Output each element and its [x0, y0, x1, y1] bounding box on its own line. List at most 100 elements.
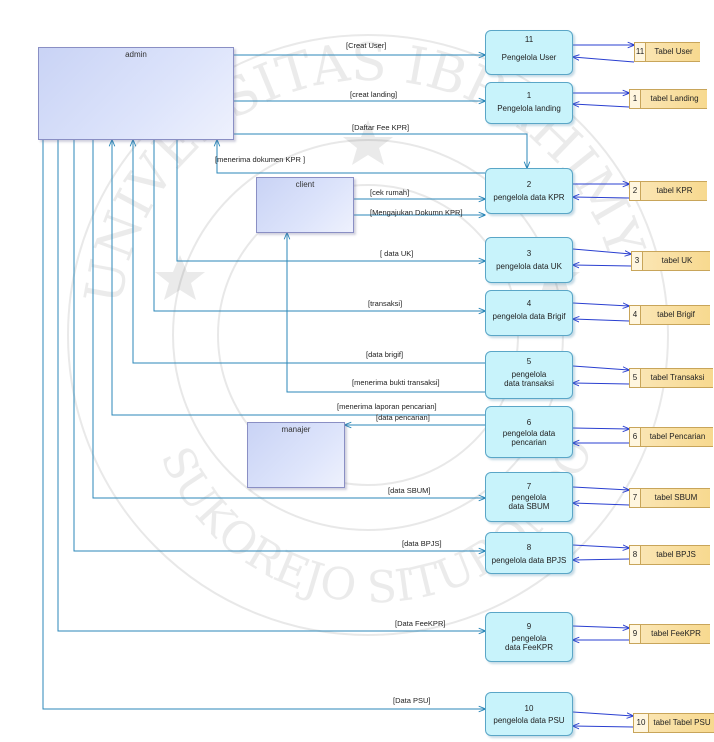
store-tabel-landing[interactable]: 1 tabel Landing	[629, 89, 707, 109]
entity-client[interactable]: client	[256, 177, 354, 233]
process-10[interactable]: 10 pengelola data PSU	[485, 692, 573, 736]
entity-admin[interactable]: admin	[38, 47, 234, 140]
store-id: 7	[630, 489, 641, 507]
process-name: pengelola data Brigif	[492, 312, 566, 321]
store-name: tabel FeeKPR	[651, 629, 701, 638]
label-creat-user: [Creat User]	[346, 41, 386, 50]
process-number: 11	[524, 35, 534, 44]
process-name: pengelola data UK	[496, 262, 562, 271]
label-menerima-bukti: [menerima bukti transaksi]	[352, 378, 440, 387]
process-8[interactable]: 8 pengelola data BPJS	[485, 532, 573, 574]
store-tabel-transaksi[interactable]: 5 tabel Transaksi	[629, 368, 713, 388]
label-cek-rumah: [cek rumah]	[370, 188, 409, 197]
process-6[interactable]: 6 pengelola data pencarian	[485, 406, 573, 458]
flow-data-brigif	[133, 140, 485, 364]
entity-admin-label: admin	[125, 50, 147, 59]
flow-data-uk	[176, 140, 485, 261]
process-number: 7	[526, 482, 532, 491]
store-name: tabel KPR	[656, 186, 693, 195]
label-data-psu: [Data PSU]	[393, 696, 431, 705]
entity-client-label: client	[295, 180, 315, 189]
process-number: 4	[526, 299, 532, 308]
process-1[interactable]: 1 Pengelola landing	[485, 82, 573, 124]
store-tabel-psu[interactable]: 10 tabel Tabel PSU	[633, 713, 714, 733]
label-transaksi: [transaksi]	[368, 299, 402, 308]
process-number: 1	[526, 91, 532, 100]
store-tabel-feekpr[interactable]: 9 tabel FeeKPR	[629, 624, 710, 644]
store-id: 9	[630, 625, 641, 643]
process-number: 2	[526, 180, 532, 189]
label-data-pencarian: [data pencarian]	[376, 413, 430, 422]
flow-menerima-laporan	[112, 140, 485, 416]
entity-manajer[interactable]: manajer	[247, 422, 345, 488]
label-data-sbum: [data SBUM]	[388, 486, 431, 495]
process-number: 8	[526, 543, 532, 552]
process-number: 10	[524, 704, 534, 713]
label-menerima-laporan: [menerima laporan pencarian]	[337, 402, 437, 411]
store-tabel-brigif[interactable]: 4 tabel Brigif	[629, 305, 710, 325]
store-tabel-kpr[interactable]: 2 tabel KPR	[629, 181, 707, 201]
store-id: 5	[630, 369, 641, 387]
flow-data-bpjs	[73, 140, 485, 551]
store-name: Tabel User	[654, 47, 693, 56]
label-menerima-dokumen-kpr: [menerima dokumen KPR ]	[215, 155, 305, 164]
store-name: tabel Brigif	[657, 310, 695, 319]
process-name: pengelola data FeeKPR	[504, 634, 554, 652]
process-name: pengelola data BPJS	[491, 556, 567, 565]
process-7[interactable]: 7 pengelola data SBUM	[485, 472, 573, 522]
flow-transaksi	[153, 140, 485, 311]
process-name: Pengelola User	[501, 53, 557, 62]
store-id: 10	[634, 714, 649, 732]
label-data-uk: [ data UK]	[380, 249, 413, 258]
store-name: tabel BPJS	[656, 550, 696, 559]
label-mengajukan-dokumen: [Mengajukan Dokumn KPR]	[370, 208, 463, 217]
store-name: tabel Transaksi	[650, 373, 705, 382]
label-daftar-fee-kpr: [Daftar Fee KPR]	[352, 123, 409, 132]
process-number: 6	[526, 418, 532, 427]
flow-menerima-bukti	[287, 233, 485, 393]
store-id: 4	[630, 306, 641, 324]
process-3[interactable]: 3 pengelola data UK	[485, 237, 573, 283]
store-id: 1	[630, 90, 641, 108]
store-name: tabel UK	[661, 256, 693, 265]
process-number: 9	[526, 622, 532, 631]
store-name: tabel Landing	[650, 94, 699, 103]
store-tabel-pencarian[interactable]: 6 tabel Pencarian	[629, 427, 713, 447]
store-name: tabel Tabel PSU	[653, 718, 711, 727]
process-4[interactable]: 4 pengelola data Brigif	[485, 290, 573, 336]
entity-manajer-label: manajer	[281, 425, 311, 434]
store-tabel-uk[interactable]: 3 tabel UK	[631, 251, 710, 271]
process-name: pengelola data pencarian	[502, 429, 556, 447]
store-tabel-bpjs[interactable]: 8 tabel BPJS	[629, 545, 710, 565]
label-data-bpjs: [data BPJS]	[402, 539, 442, 548]
label-data-brigif: [data brigif]	[366, 350, 403, 359]
store-id: 3	[632, 252, 643, 270]
store-id: 6	[630, 428, 641, 446]
process-name: pengelola data SBUM	[508, 493, 550, 511]
process-11[interactable]: 11 Pengelola User	[485, 30, 573, 75]
process-name: pengelola data PSU	[493, 716, 565, 725]
process-5[interactable]: 5 pengelola data transaksi	[485, 351, 573, 399]
process-number: 3	[526, 249, 532, 258]
store-name: tabel SBUM	[654, 493, 698, 502]
store-tabel-sbum[interactable]: 7 tabel SBUM	[629, 488, 710, 508]
store-name: tabel Pencarian	[649, 432, 706, 441]
process-9[interactable]: 9 pengelola data FeeKPR	[485, 612, 573, 662]
store-tabel-user[interactable]: 11 Tabel User	[634, 42, 700, 62]
store-id: 2	[630, 182, 641, 200]
label-data-feekpr: [Data FeeKPR]	[395, 619, 445, 628]
flow-data-psu	[42, 140, 485, 709]
store-id: 8	[630, 546, 641, 564]
store-id: 11	[635, 43, 646, 61]
process-name: pengelola data KPR	[493, 193, 565, 202]
flow-daftar-fee-kpr	[234, 133, 527, 168]
process-number: 5	[526, 357, 532, 366]
flow-data-feekpr	[57, 140, 485, 631]
process-2[interactable]: 2 pengelola data KPR	[485, 168, 573, 214]
flow-menerima-dokumen-kpr	[217, 140, 485, 174]
flow-data-sbum	[92, 140, 485, 498]
process-name: Pengelola landing	[497, 104, 561, 113]
label-creat-landing: [creat landing]	[350, 90, 397, 99]
